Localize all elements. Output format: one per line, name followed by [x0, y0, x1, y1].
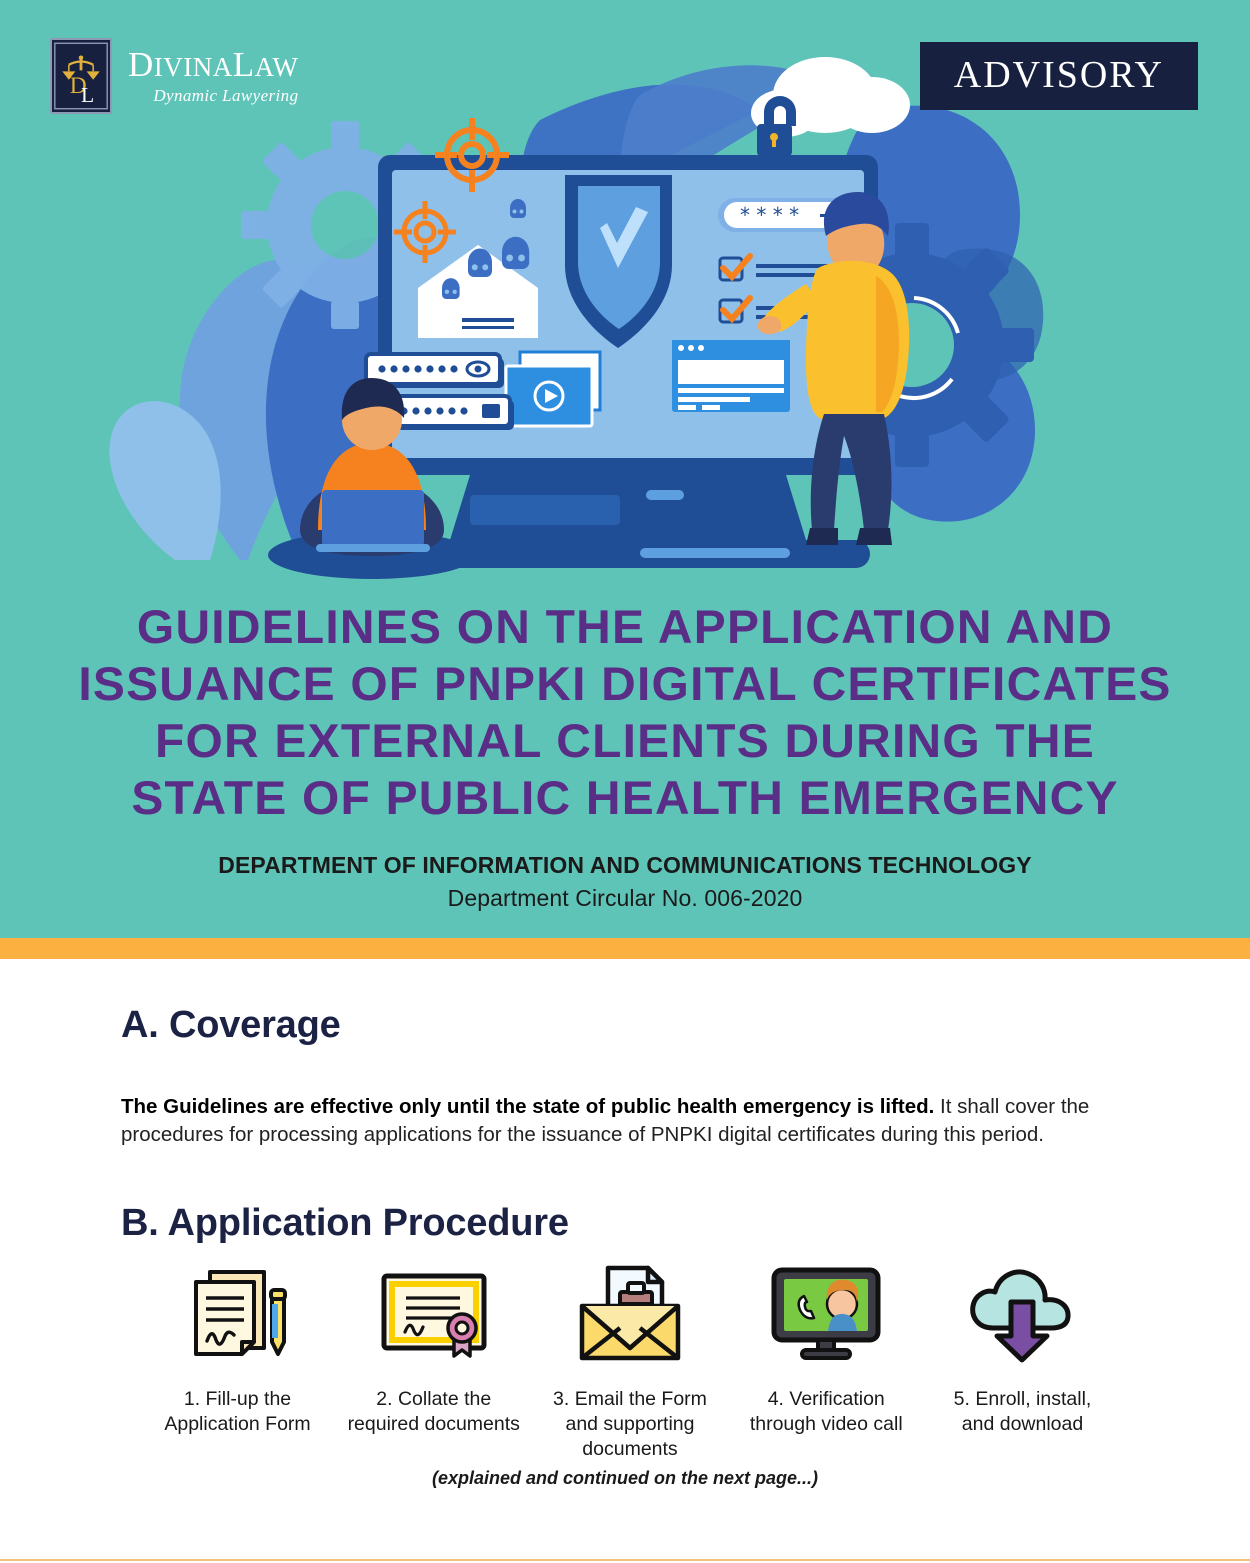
video-call-monitor-icon	[768, 1259, 884, 1369]
advisory-badge: ADVISORY	[919, 42, 1198, 110]
document-with-pen-icon	[180, 1259, 296, 1369]
crosshair-icon-small	[394, 201, 456, 263]
procedure-step-label: 5. Enroll, install, and download	[953, 1388, 1092, 1435]
title-line-3: FOR EXTERNAL CLIENTS DURING THE	[155, 714, 1095, 767]
bottom-rule	[0, 1559, 1250, 1561]
media-window	[504, 350, 602, 428]
brand-tagline: Dynamic Lawyering	[153, 85, 299, 105]
hero-banner: * * * *	[0, 0, 1250, 938]
open-padlock-icon	[757, 96, 796, 156]
svg-text:D: D	[70, 73, 87, 99]
procedure-step-label: 2. Collate the required documents	[347, 1388, 520, 1435]
procedure-step: 3. Email the Form and supporting documen…	[543, 1259, 718, 1462]
cloud-download-icon	[965, 1259, 1081, 1369]
section-heading-coverage: A. Coverage	[121, 1004, 341, 1046]
procedure-step-label: 1. Fill-up the Application Form	[164, 1388, 311, 1435]
procedure-step-label: 3. Email the Form and supporting documen…	[553, 1388, 707, 1460]
brand-logo: D L DIVINALAW Dynamic Lawyering	[50, 38, 298, 114]
coverage-rest-text: It shall cover the procedures for proces…	[121, 1094, 1090, 1146]
crosshair-icon-large	[435, 118, 509, 192]
certificate-with-seal-icon	[376, 1259, 492, 1369]
agency-name: DEPARTMENT OF INFORMATION AND COMMUNICAT…	[218, 852, 1032, 878]
procedure-step: 5. Enroll, install, and download	[935, 1259, 1110, 1462]
seated-person	[268, 378, 476, 579]
cybersecurity-illustration: * * * *	[109, 57, 1044, 579]
coverage-bold-text: The Guidelines are effective only until …	[121, 1094, 935, 1118]
procedure-step: 4. Verification through video call	[739, 1259, 914, 1462]
svg-text:* * * *: * * * *	[740, 203, 799, 227]
procedure-steps: 1. Fill-up the Application Form 2. Colla…	[150, 1259, 1110, 1462]
procedure-step: 2. Collate the required documents	[346, 1259, 521, 1462]
procedure-step: 1. Fill-up the Application Form	[150, 1259, 325, 1462]
title-line-4: STATE OF PUBLIC HEALTH EMERGENCY	[131, 771, 1119, 824]
title-line-2: ISSUANCE OF PNPKI DIGITAL CERTIFICATES	[78, 657, 1172, 710]
page-title: GUIDELINES ON THE APPLICATION AND ISSUAN…	[0, 598, 1250, 826]
section-heading-procedure: B. Application Procedure	[121, 1202, 569, 1244]
password-bar-1	[364, 352, 504, 388]
brand-name: DIVINALAW	[128, 44, 299, 84]
coverage-paragraph: The Guidelines are effective only until …	[121, 1093, 1111, 1149]
title-line-1: GUIDELINES ON THE APPLICATION AND	[136, 600, 1114, 653]
title-block: GUIDELINES ON THE APPLICATION AND ISSUAN…	[0, 598, 1250, 912]
procedure-step-label: 4. Verification through video call	[749, 1388, 903, 1435]
browser-window	[672, 340, 790, 412]
svg-text:L: L	[81, 83, 94, 107]
continuation-note: (explained and continued on the next pag…	[431, 1468, 819, 1488]
circular-number: Department Circular No. 006-2020	[447, 885, 803, 911]
cloud-shape	[751, 57, 910, 137]
accent-divider	[0, 938, 1250, 959]
envelope-with-document-icon	[572, 1259, 688, 1369]
skull-icons	[442, 199, 530, 299]
scales-of-justice-logo-icon: D L	[50, 38, 112, 114]
standing-person	[757, 192, 910, 545]
